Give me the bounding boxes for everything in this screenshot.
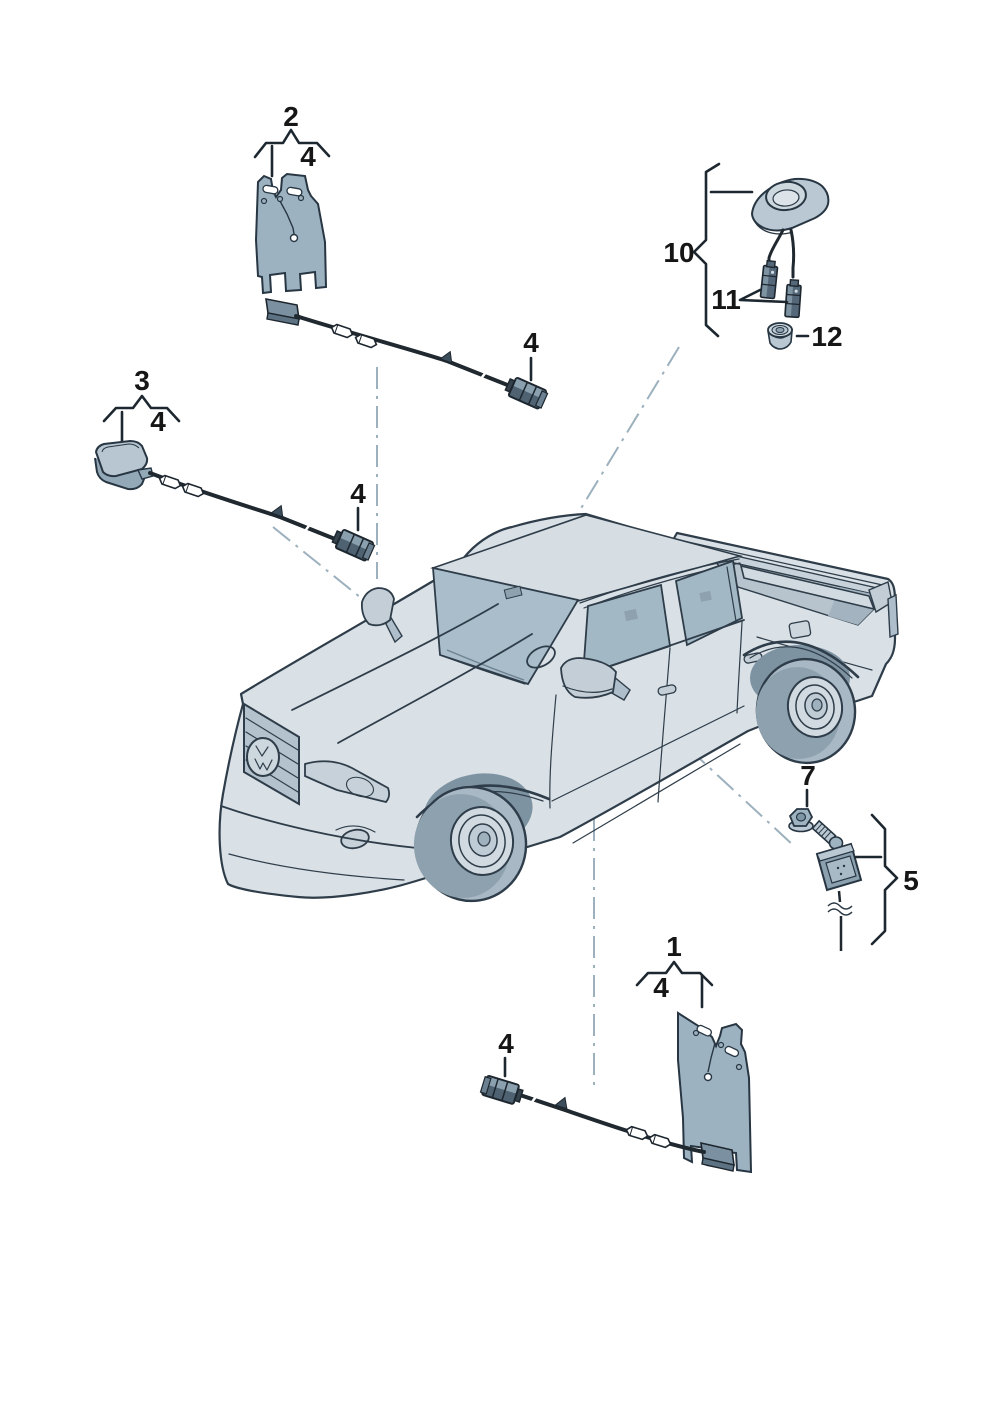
label-part3-variant: 4 <box>150 406 166 437</box>
antenna-cable-right <box>789 228 796 279</box>
callout-7: 7 <box>800 760 816 808</box>
headrest-front <box>624 608 638 622</box>
callout-4-top: 4 <box>523 327 539 382</box>
callout-12: 12 <box>795 321 843 352</box>
label-part2-variant: 4 <box>300 141 316 172</box>
label-part2: 2 <box>283 101 299 132</box>
quarter-window-divider <box>726 566 737 622</box>
label-connector-top: 4 <box>523 327 539 358</box>
vw-badge <box>246 737 280 777</box>
callout-11: 11 <box>711 284 789 315</box>
connector-4-bottom <box>478 1073 526 1107</box>
antenna-cable-left <box>767 228 785 265</box>
rear-fender-arch <box>742 640 860 679</box>
side-crease <box>551 705 745 802</box>
label-part1: 1 <box>666 931 682 962</box>
rocker-line <box>572 743 741 844</box>
label-part7: 7 <box>800 760 816 791</box>
part-3-gps-antenna <box>94 410 377 563</box>
cowl-line <box>442 655 526 685</box>
hood-crease <box>291 603 499 711</box>
leader-part3-to-mirror <box>272 526 372 607</box>
bumper-line <box>220 805 418 849</box>
front-wheel <box>413 785 528 903</box>
windshield <box>432 566 580 686</box>
rear-wheel <box>755 657 857 765</box>
part-5-antenna-module <box>811 819 863 951</box>
fuel-flap <box>788 620 812 639</box>
callout-2: 2 4 <box>253 101 331 172</box>
label-part12: 12 <box>811 321 842 352</box>
label-part11: 11 <box>711 284 741 315</box>
part-2-antenna-plate <box>254 144 550 411</box>
headrest-rear <box>699 590 712 602</box>
vehicle-illustration <box>218 512 899 903</box>
label-connector-bottom: 4 <box>498 1028 514 1059</box>
callout-10: 10 <box>663 162 754 338</box>
tail-light <box>887 593 899 638</box>
rear-door-window <box>674 559 743 647</box>
module-wire <box>837 890 842 903</box>
connector-4-top <box>502 374 550 411</box>
label-part1-variant: 4 <box>653 972 669 1003</box>
part-10-roof-antenna <box>750 177 830 350</box>
b-pillar-seam <box>657 647 671 803</box>
fakra-plug-right <box>784 278 803 319</box>
steering-wheel <box>526 645 556 669</box>
label-part10: 10 <box>663 237 694 268</box>
callout-1: 1 4 <box>635 931 714 1003</box>
part-7-nut <box>788 808 814 833</box>
part-12-grommet <box>767 322 794 350</box>
callout-4-middle: 4 <box>350 478 366 532</box>
connector-4-middle <box>329 526 377 563</box>
part-1-antenna-plate <box>478 974 753 1174</box>
label-connector-middle: 4 <box>350 478 366 509</box>
side-mirror-near <box>560 657 631 701</box>
wire-break-mark <box>827 902 853 910</box>
callout-3: 3 4 <box>102 365 181 437</box>
fakra-plug-left <box>759 259 779 300</box>
label-part5: 5 <box>903 865 919 896</box>
side-mirror-far <box>360 587 403 644</box>
front-grille <box>243 702 300 806</box>
front-door-seam <box>549 694 557 809</box>
puck-body <box>94 439 149 478</box>
interior-mirror <box>503 585 523 600</box>
door-handle-rear <box>743 652 763 664</box>
rear-door-seam <box>736 621 743 714</box>
plate-2 <box>254 172 328 295</box>
callout-5: 5 <box>854 813 919 946</box>
door-handle-front <box>657 684 677 696</box>
cargo-bed <box>678 539 899 671</box>
callout-4-bottom: 4 <box>498 1028 514 1078</box>
drip-rail <box>579 558 740 604</box>
label-part3: 3 <box>134 365 150 396</box>
cable-1 <box>506 1089 706 1154</box>
